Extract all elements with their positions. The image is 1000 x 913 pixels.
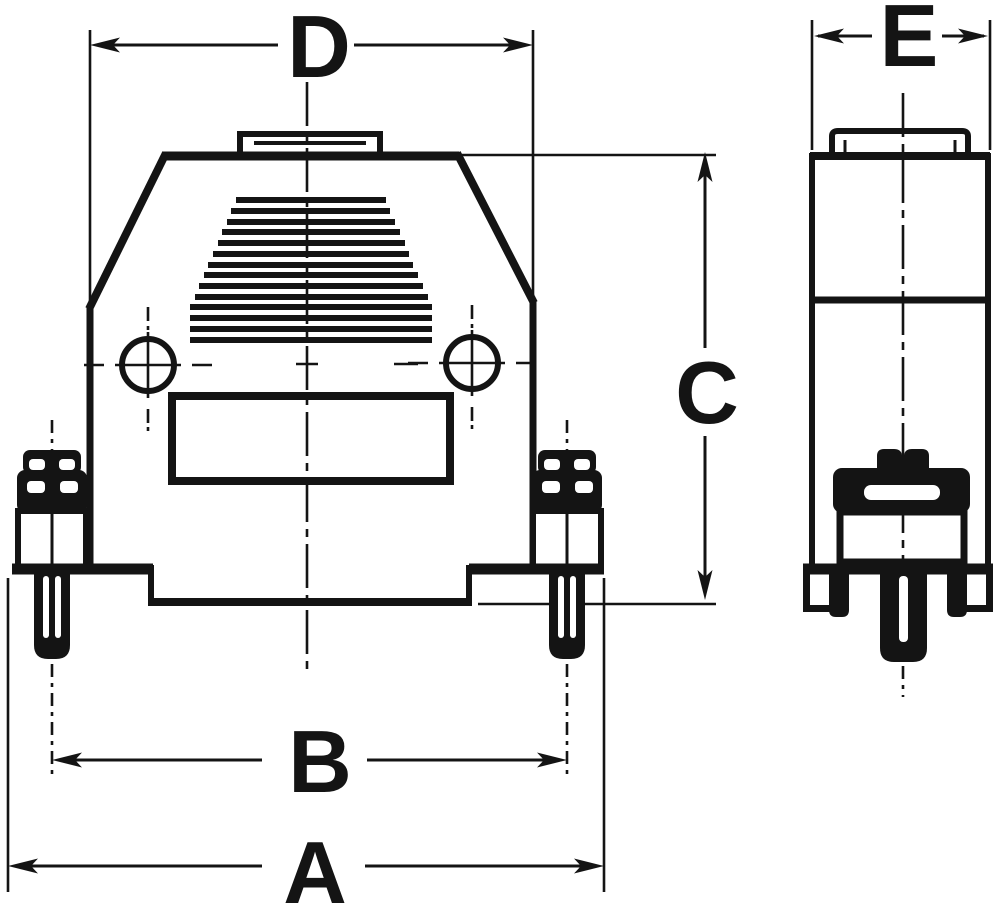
cable-grip-ribs — [190, 197, 432, 343]
rib — [190, 304, 432, 310]
e-arrow-right — [958, 28, 988, 44]
dimension-label-c: C — [675, 343, 739, 442]
c-arrow-down — [697, 570, 713, 600]
rib — [218, 240, 405, 246]
dimension-d — [88, 30, 535, 306]
rib — [190, 315, 432, 321]
rib — [213, 251, 409, 257]
label-recess — [168, 392, 454, 485]
side-foot-left — [829, 574, 849, 617]
rib — [222, 229, 400, 235]
rib — [236, 197, 386, 203]
side-foot-right — [947, 574, 967, 617]
dimension-e — [810, 20, 992, 150]
side-foot-lip-left — [803, 574, 810, 611]
side-view — [803, 93, 993, 697]
side-thumbscrew — [833, 449, 970, 697]
a-arrow-right — [574, 858, 604, 874]
hood-slope-right — [453, 151, 538, 305]
dimension-b — [52, 752, 567, 768]
dimension-label-b: B — [288, 712, 352, 811]
hood-slope-left — [85, 151, 170, 311]
side-foot-bridge-left — [803, 605, 831, 612]
cable-entry-cap — [237, 131, 383, 158]
side-foot-bridge-right — [965, 605, 993, 612]
side-screw-knob — [877, 449, 929, 470]
d-arrow-left — [90, 37, 120, 53]
thumbscrew-left — [17, 420, 87, 780]
side-thread-slit — [899, 576, 908, 642]
rib — [204, 272, 418, 278]
side-cable-entry-cap — [829, 128, 971, 158]
rib — [195, 294, 428, 300]
e-arrow-left — [814, 28, 844, 44]
rib — [190, 337, 432, 343]
dimension-c — [462, 152, 716, 606]
b-arrow-left — [52, 752, 82, 768]
rib — [208, 262, 413, 268]
dimension-label-a: A — [283, 823, 347, 913]
thumbscrew-right — [532, 420, 602, 780]
rib — [231, 208, 390, 214]
side-screw-head-slot — [864, 485, 940, 500]
d-arrow-right — [503, 37, 533, 53]
side-body-outline — [809, 128, 991, 573]
c-arrow-up — [697, 152, 713, 182]
a-arrow-left — [8, 858, 38, 874]
dimension-labels: D E C B A — [283, 0, 938, 913]
dimension-a — [6, 578, 606, 892]
dimension-label-d: D — [287, 0, 351, 96]
rib — [190, 326, 432, 332]
side-foot-lip-right — [986, 574, 993, 611]
side-cap-inner-ticks — [843, 140, 957, 156]
rib — [227, 219, 395, 225]
front-view — [12, 82, 604, 780]
b-arrow-right — [537, 752, 567, 768]
side-bottom-flange — [803, 563, 993, 617]
dimension-label-e: E — [880, 0, 939, 85]
rib — [199, 283, 423, 289]
